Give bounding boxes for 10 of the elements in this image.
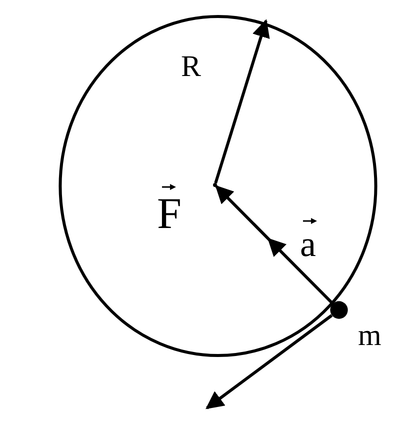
arrow <box>214 19 270 184</box>
acceleration-label: a <box>300 226 316 262</box>
arrow <box>215 185 334 305</box>
arrow <box>206 314 333 410</box>
force-label: F <box>157 192 182 236</box>
mass-dot <box>330 301 348 319</box>
orbit-circle <box>57 13 379 359</box>
radius-label: R <box>181 52 202 82</box>
mass-label: m <box>358 321 382 351</box>
center-point <box>213 183 217 187</box>
